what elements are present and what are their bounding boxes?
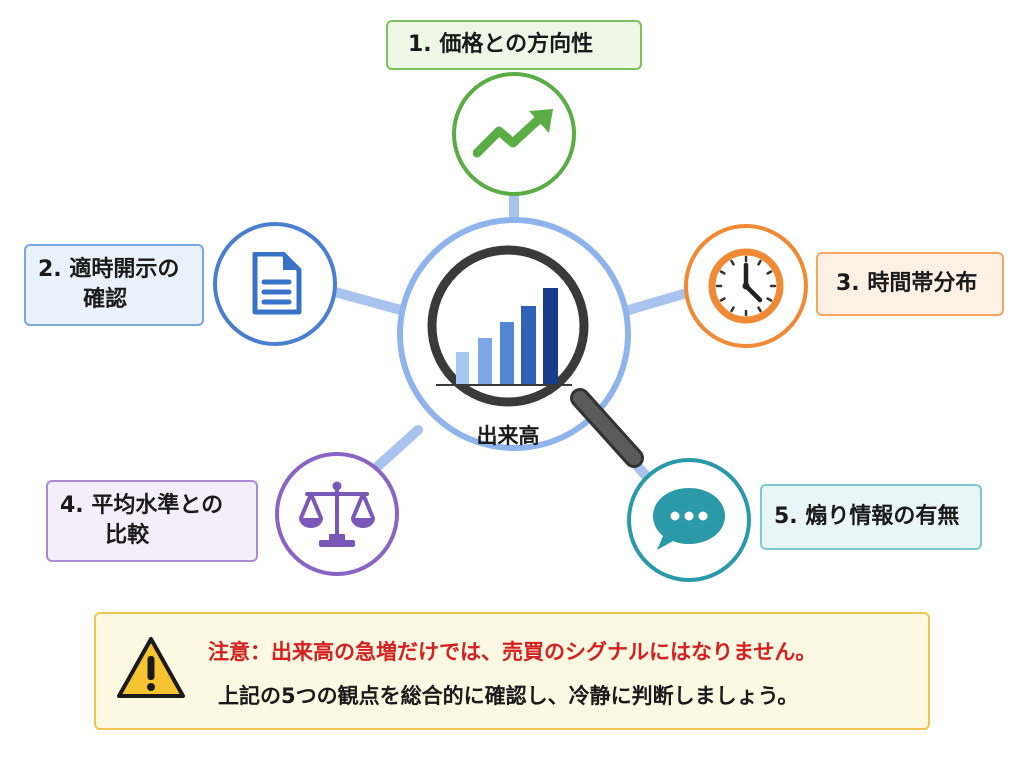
node-average-comparison xyxy=(275,452,399,576)
warning-box: 注意：出来高の急増だけでは、売買のシグナルにはなりません。 上記の5つの観点を総… xyxy=(94,612,930,730)
label-average-comparison-line1: 4. 平均水準との xyxy=(60,493,224,518)
connector-3 xyxy=(617,287,695,317)
label-average-comparison: 4. 平均水準との 比較 xyxy=(46,480,258,562)
label-hype-info-text: 5. 煽り情報の有無 xyxy=(774,504,960,529)
trend-up-arrow-icon xyxy=(473,109,553,158)
connector-4 xyxy=(373,425,423,471)
node-timely-disclosure xyxy=(213,222,337,346)
node-price-direction xyxy=(452,72,576,196)
label-timely-disclosure-line1: 2. 適時開示の xyxy=(38,257,180,282)
label-price-direction-text: 1. 価格との方向性 xyxy=(408,32,594,57)
label-timely-disclosure-line2: 確認 xyxy=(83,287,128,312)
label-hype-info: 5. 煽り情報の有無 xyxy=(760,484,982,550)
label-price-direction: 1. 価格との方向性 xyxy=(386,20,642,70)
clock-icon xyxy=(708,248,784,324)
node-hype-info xyxy=(627,458,751,582)
hub-label: 出来高 xyxy=(476,424,540,448)
warning-line-1: 注意：出来高の急増だけでは、売買のシグナルにはなりません。 xyxy=(208,640,817,664)
label-timely-disclosure: 2. 適時開示の 確認 xyxy=(24,244,204,326)
document-icon xyxy=(252,252,302,315)
node-time-distribution xyxy=(684,224,808,348)
chat-bubble-icon xyxy=(653,488,725,550)
label-average-comparison-line2: 比較 xyxy=(105,523,150,548)
balance-scale-icon xyxy=(299,481,375,547)
warning-line-2: 上記の5つの観点を総合的に確認し、冷静に判断しましょう。 xyxy=(218,684,799,708)
label-time-distribution: 3. 時間帯分布 xyxy=(816,252,1004,316)
magnifier-bar-chart-icon xyxy=(427,245,644,468)
connector-2 xyxy=(330,287,413,317)
label-time-distribution-text: 3. 時間帯分布 xyxy=(836,271,978,296)
warning-triangle-icon xyxy=(117,637,185,698)
